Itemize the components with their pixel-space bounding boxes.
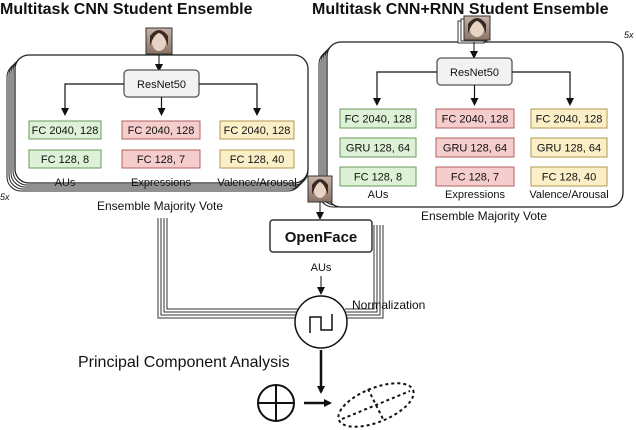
right-aus-fc2: FC 128, 8 [354,172,402,184]
right-col-aus: FC 2040, 128 GRU 128, 64 FC 128, 8 AUs [339,108,417,201]
left-expr-fc1: FC 2040, 128 [128,125,195,137]
openface-label: OpenFace [285,229,358,246]
left-va-output: Valence/Arousal [217,177,296,189]
left-aus-fc1: FC 2040, 128 [32,125,99,137]
left-face-image [145,27,173,55]
right-aus-fc1: FC 2040, 128 [345,114,412,126]
pca-label: Principal Component Analysis [78,354,290,371]
left-to-normalization-lines [157,218,298,319]
right-expr-fc1: FC 2040, 128 [442,114,509,126]
right-va-fc1: FC 2040, 128 [536,114,603,126]
left-panel-title: Multitask CNN Student Ensemble [0,1,253,18]
openface-face-image [307,175,333,203]
left-aus-output: AUs [55,177,76,189]
right-va-output: Valence/Arousal [529,189,608,201]
left-expr-output: Expressions [131,177,191,189]
right-aus-output: AUs [368,189,389,201]
left-col-expressions: FC 2040, 128 FC 128, 7 Expressions [121,120,201,189]
right-branch-arrows [373,71,574,106]
right-resnet-label: ResNet50 [450,67,499,79]
left-aus-fc2: FC 128, 8 [41,154,89,166]
openface-aus-label: AUs [311,262,332,274]
left-resnet-label: ResNet50 [137,79,186,91]
left-resnet-box: ResNet50 [123,69,200,98]
normalization-label: Normalization [352,298,425,312]
right-panel-title: Multitask CNN+RNN Student Ensemble [312,1,609,18]
right-face-image [457,15,491,44]
right-col-valence: FC 2040, 128 GRU 128, 64 FC 128, 40 Vale… [529,108,609,201]
right-vote-label: Ensemble Majority Vote [421,209,547,223]
right-col-expressions: FC 2040, 128 GRU 128, 64 FC 128, 7 Expre… [435,108,515,201]
openface-box: OpenFace [269,219,373,253]
right-va-fc2: FC 128, 40 [542,172,596,184]
pca-input-icon [257,384,295,422]
left-vote-label: Ensemble Majority Vote [97,199,223,213]
pca-output-ellipse-icon [337,382,415,428]
left-expr-fc2: FC 128, 7 [137,154,185,166]
right-expr-gru: GRU 128, 64 [443,143,507,155]
left-branch-arrows [61,83,261,116]
right-expr-fc2: FC 128, 7 [451,172,499,184]
right-to-normalization-lines [345,225,384,319]
left-va-fc2: FC 128, 40 [230,154,284,166]
normalization-node [294,295,348,349]
right-va-gru: GRU 128, 64 [537,143,601,155]
right-resnet-box: ResNet50 [436,57,513,86]
left-va-fc1: FC 2040, 128 [224,125,291,137]
right-multiplier: 5x [624,30,634,40]
right-expr-output: Expressions [445,189,505,201]
left-col-aus: FC 2040, 128 FC 128, 8 AUs [28,120,102,189]
left-col-valence: FC 2040, 128 FC 128, 40 Valence/Arousal [217,120,297,189]
left-multiplier: 5x [0,192,10,202]
right-aus-gru: GRU 128, 64 [346,143,410,155]
